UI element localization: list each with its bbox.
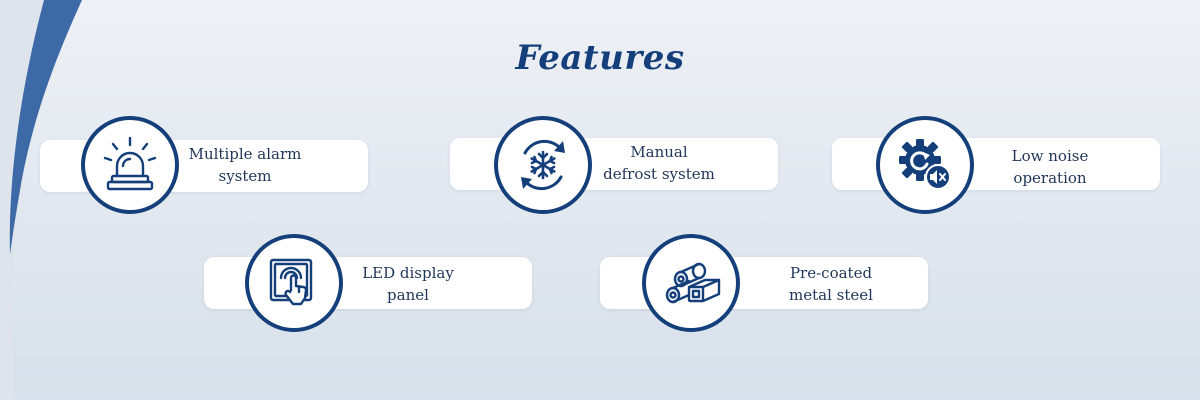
decorative-swoosh (0, 0, 82, 400)
touch-panel-icon (249, 238, 339, 328)
feature-icon-ring (81, 116, 179, 214)
feature-icon-ring (876, 116, 974, 214)
page-title: Features (515, 38, 685, 78)
feature-icon-ring (494, 116, 592, 214)
defrost-snowflake-icon (498, 120, 588, 210)
feature-icon-ring (642, 234, 740, 332)
alarm-siren-icon (85, 120, 175, 210)
feature-label: Pre-coated metal steel (789, 264, 873, 304)
metal-pipes-icon (646, 238, 736, 328)
feature-label: LED display panel (362, 264, 454, 304)
feature-label: Manual defrost system (603, 143, 715, 183)
feature-label: Multiple alarm system (188, 145, 302, 185)
feature-label: Low noise operation (1011, 147, 1089, 187)
gear-mute-icon (880, 120, 970, 210)
